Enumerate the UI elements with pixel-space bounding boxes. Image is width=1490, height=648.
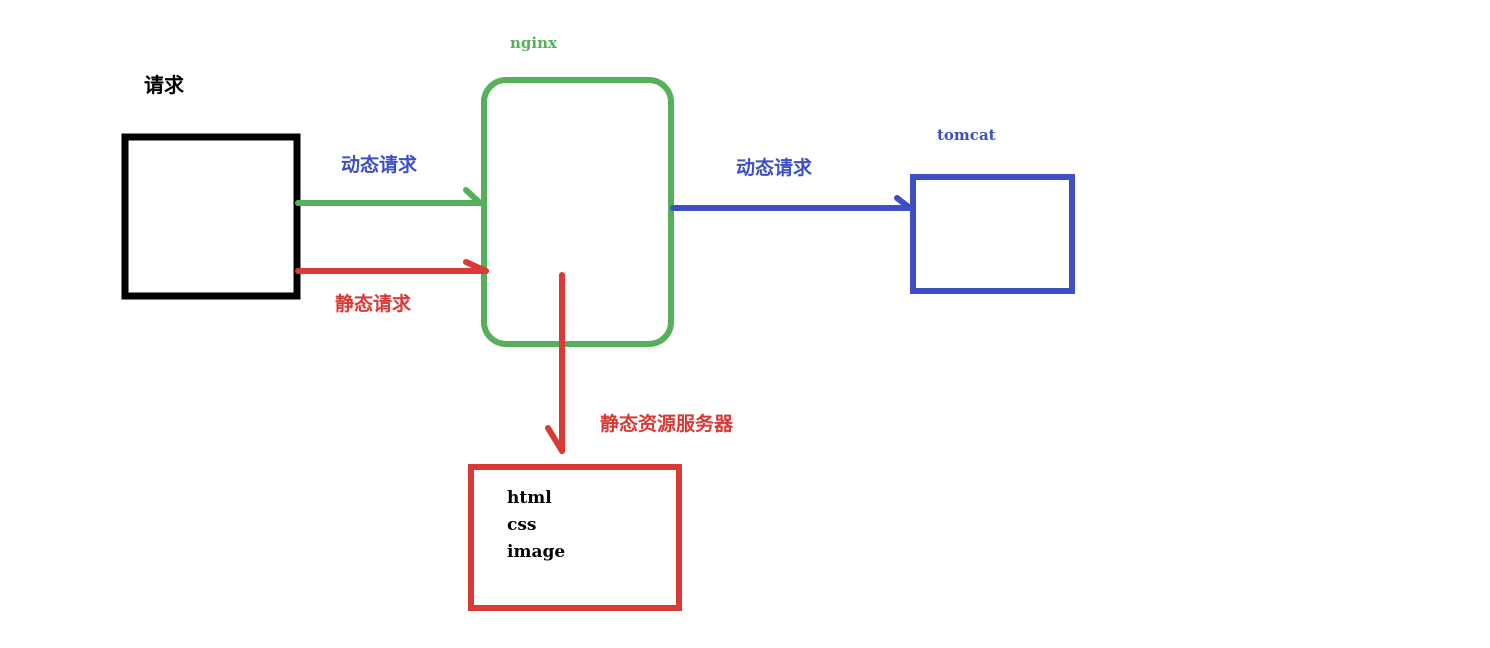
client-label: 请求 [144, 73, 185, 97]
tomcat-node [910, 174, 1075, 294]
edge-client-nginx-dynamic [295, 187, 485, 206]
arrowhead-icon [545, 425, 565, 454]
nginx-node [481, 77, 674, 347]
edge-client-nginx-static [295, 259, 489, 274]
static-item-css: css [507, 515, 537, 535]
static-item-html: html [507, 488, 552, 508]
arrowhead-icon [463, 259, 489, 274]
client-node [121, 133, 301, 300]
tomcat-label: tomcat [937, 126, 996, 144]
nginx-label: nginx [510, 34, 558, 52]
edge-label-static-resource-server: 静态资源服务器 [600, 412, 734, 435]
arrowhead-icon [894, 195, 913, 211]
edge-nginx-static-server [545, 272, 565, 454]
arrowhead-icon [463, 187, 483, 206]
edge-nginx-tomcat [670, 195, 915, 211]
edge-label-static-request: 静态请求 [335, 292, 412, 315]
static-item-image: image [507, 542, 565, 562]
edge-label-dynamic-request-tomcat: 动态请求 [736, 156, 813, 179]
edge-label-dynamic-request: 动态请求 [341, 153, 418, 176]
static-server-node [468, 464, 682, 611]
